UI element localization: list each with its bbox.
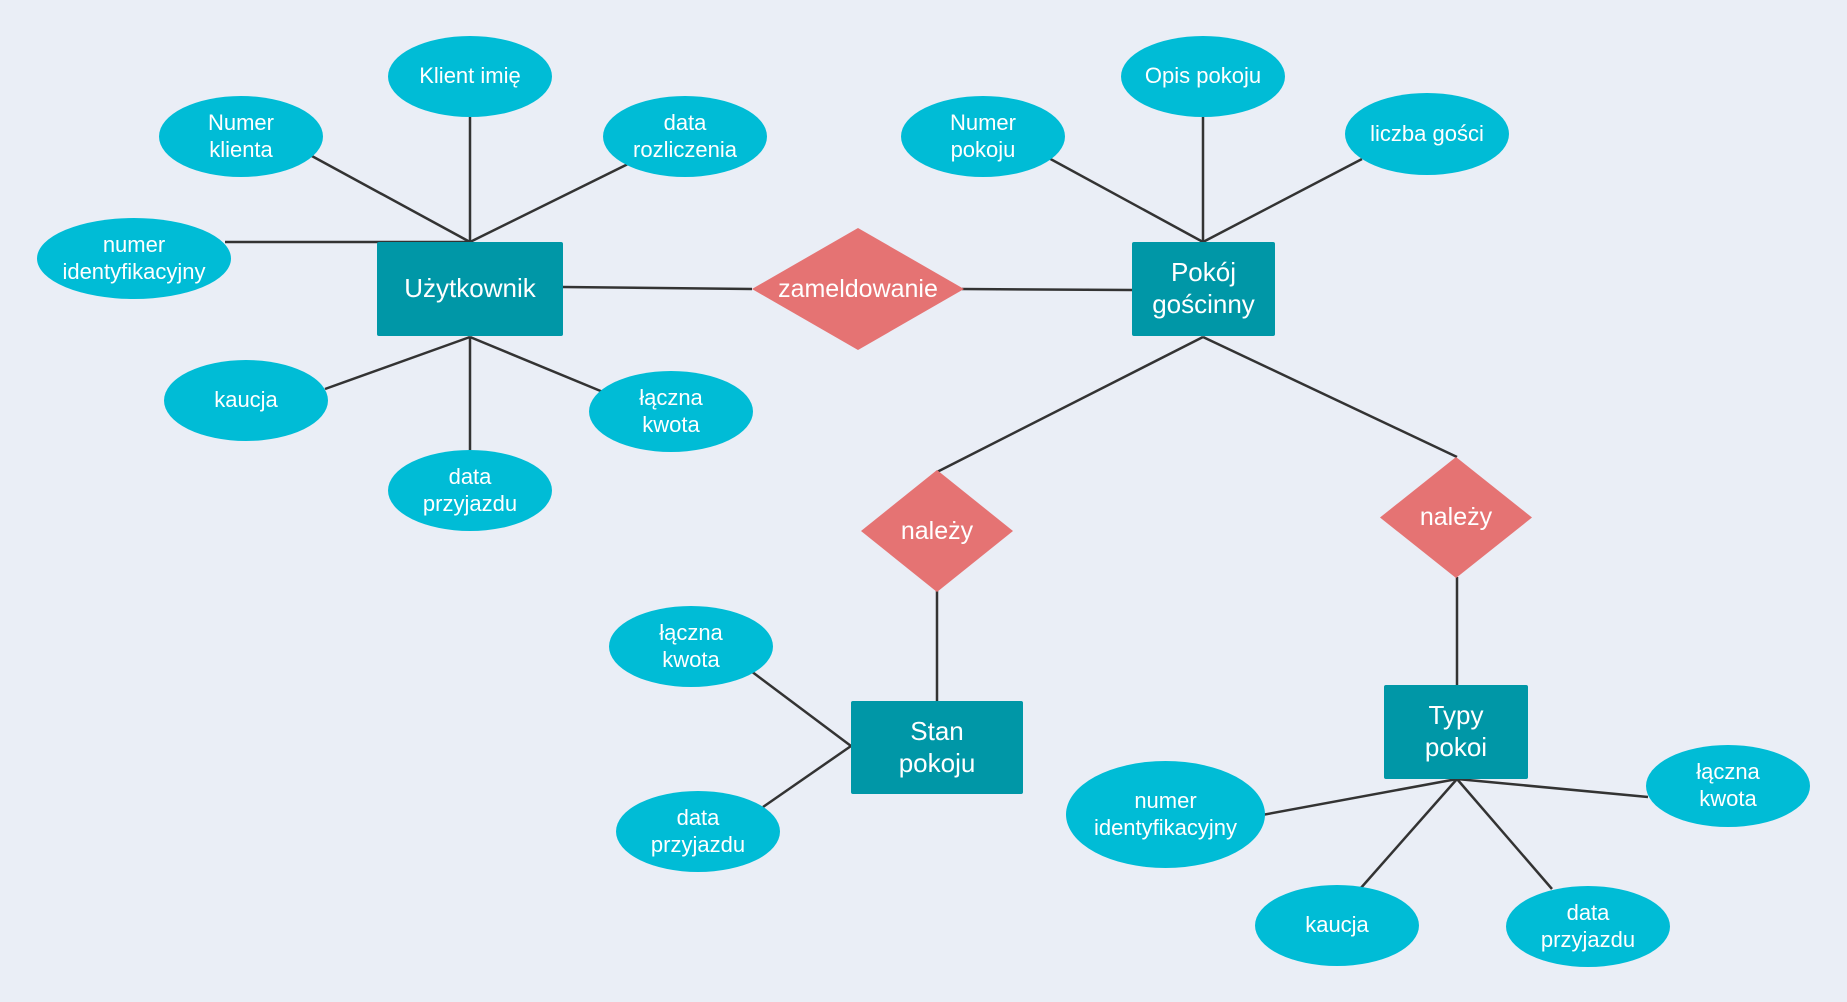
relationship-nalezy-stan[interactable]: należy: [861, 470, 1013, 592]
attribute-kaucja[interactable]: kaucja: [1255, 885, 1419, 966]
edge-typy-numer-identyfikacyjny: [1261, 777, 1458, 817]
attribute-numer-identyfikacyjny[interactable]: numer identyfikacyjny: [1066, 761, 1265, 868]
attribute-numer-pokoju[interactable]: Numer pokoju: [901, 96, 1065, 177]
edge-zameldowanie-pokoj: [961, 287, 1133, 292]
relationship-label: należy: [1419, 503, 1493, 532]
attribute-data-przyjazdu[interactable]: data przyjazdu: [616, 791, 780, 872]
edge-uzytkownik-data-rozliczenia: [469, 161, 631, 244]
attribute-klient-imie[interactable]: Klient imię: [388, 36, 552, 117]
attribute-liczba-gosci[interactable]: liczba gości: [1345, 93, 1509, 175]
attribute-laczna-kwota[interactable]: łączna kwota: [589, 371, 753, 452]
attribute-data-przyjazdu[interactable]: data przyjazdu: [1506, 886, 1670, 967]
edge-stan-laczna-kwota: [750, 670, 852, 747]
relationship-label: należy: [900, 516, 974, 545]
attribute-data-rozliczenia[interactable]: data rozliczenia: [603, 96, 767, 177]
attribute-kaucja[interactable]: kaucja: [164, 360, 328, 441]
edge-typy-data-przyjazdu: [1456, 778, 1553, 890]
edge-typy-kaucja: [1359, 778, 1458, 890]
attribute-laczna-kwota[interactable]: łączna kwota: [1646, 745, 1810, 827]
entity-stan-pokoju[interactable]: Stan pokoju: [851, 701, 1023, 794]
edge-typy-laczna-kwota: [1456, 777, 1649, 799]
edge-uzytkownik-laczna-kwota: [469, 335, 604, 394]
attribute-laczna-kwota[interactable]: łączna kwota: [609, 606, 773, 687]
edge-uzytkownik-kaucja: [324, 335, 471, 391]
attribute-opis-pokoju[interactable]: Opis pokoju: [1121, 36, 1285, 117]
attribute-numer-identyfikacyjny[interactable]: numer identyfikacyjny: [37, 218, 231, 299]
relationship-label: zameldowanie: [778, 274, 938, 303]
edge-pokoj-nalezy-typy: [1202, 335, 1458, 459]
entity-pokoj-goscinny[interactable]: Pokój gościnny: [1132, 242, 1275, 336]
edge-pokoj-liczba-gosci: [1202, 157, 1363, 244]
entity-typy-pokoi[interactable]: Typy pokoi: [1384, 685, 1528, 779]
edge-uzytkownik-numer-klienta: [309, 153, 471, 244]
relationship-zameldowanie[interactable]: zameldowanie: [752, 228, 964, 350]
entity-uzytkownik[interactable]: Użytkownik: [377, 242, 563, 336]
relationship-nalezy-typy[interactable]: należy: [1380, 457, 1532, 578]
edge-pokoj-numer-pokoju: [1044, 154, 1204, 244]
attribute-numer-klienta[interactable]: Numer klienta: [159, 96, 323, 177]
edge-uzytkownik-zameldowanie: [562, 285, 753, 291]
edge-pokoj-nalezy-stan: [936, 335, 1204, 474]
edge-stan-data-przyjazdu: [762, 744, 852, 809]
attribute-data-przyjazdu[interactable]: data przyjazdu: [388, 450, 552, 531]
